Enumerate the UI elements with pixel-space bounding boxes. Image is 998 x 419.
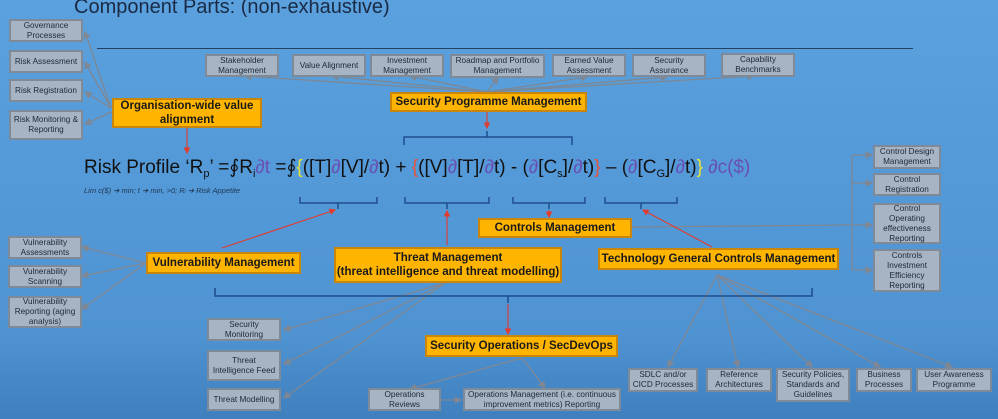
vuln-assessments-box[interactable]: Vulnerability Assessments — [8, 236, 82, 259]
threat-intel-box[interactable]: Threat Intelligence Feed — [207, 350, 281, 381]
operations-reviews-box[interactable]: Operations Reviews — [368, 388, 441, 411]
vuln-reporting-box[interactable]: Vulnerability Reporting (aging analysis) — [8, 296, 82, 328]
org-value-alignment-hub[interactable]: Organisation-wide value alignment — [112, 98, 262, 128]
reference-architectures-box[interactable]: Reference Architectures — [706, 368, 772, 392]
limit-note: Lim c($) ➔ min; t ➔ min, >0; Rᵢ ➔ Risk A… — [84, 186, 241, 195]
controls-management-hub[interactable]: Controls Management — [478, 218, 632, 238]
divider — [97, 48, 913, 49]
risk-equation: Risk Profile ‘Rp’ =∮Ri∂t =∮{([T]∂[V]/∂t)… — [84, 157, 751, 180]
threat-management-hub[interactable]: Threat Management (threat intelligence a… — [334, 247, 562, 283]
vulnerability-management-hub[interactable]: Vulnerability Management — [146, 252, 301, 274]
capability-benchmarks-box[interactable]: Capability Benchmarks — [721, 53, 795, 77]
security-monitoring-box[interactable]: Security Monitoring — [207, 318, 281, 341]
investment-management-box[interactable]: Investment Management — [370, 54, 444, 77]
security-assurance-box[interactable]: Security Assurance — [632, 54, 706, 77]
governance-processes-box[interactable]: Governance Processes — [9, 19, 83, 42]
risk-monitoring-box[interactable]: Risk Monitoring & Reporting — [9, 110, 83, 140]
controls-efficiency-box[interactable]: Controls Investment Efficiency Reporting — [873, 249, 941, 292]
value-alignment-box[interactable]: Value Alignment — [292, 54, 366, 77]
grey-connectors — [80, 30, 954, 404]
vuln-scanning-box[interactable]: Vulnerability Scanning — [8, 265, 82, 288]
sdlc-box[interactable]: SDLC and/or CICD Processes — [628, 368, 698, 392]
threat-hub-line1: Threat Management — [393, 252, 503, 264]
control-registration-box[interactable]: Control Registration — [873, 173, 941, 196]
risk-registration-box[interactable]: Risk Registration — [9, 79, 83, 102]
control-effectiveness-box[interactable]: Control Operating effectiveness Reportin… — [873, 203, 941, 244]
tgc-management-hub[interactable]: Technology General Controls Management — [598, 248, 839, 270]
user-awareness-box[interactable]: User Awareness Programme — [916, 368, 992, 392]
control-design-box[interactable]: Control Design Management — [873, 145, 941, 169]
earned-value-box[interactable]: Earned Value Assessment — [552, 54, 626, 77]
threat-modelling-box[interactable]: Threat Modelling — [207, 388, 281, 411]
threat-hub-line2: (threat intelligence and threat modellin… — [336, 266, 560, 278]
secops-hub[interactable]: Security Operations / SecDevOps — [425, 335, 618, 357]
business-processes-box[interactable]: Business Processes — [856, 368, 912, 392]
security-programme-hub[interactable]: Security Programme Management — [390, 92, 587, 112]
risk-assessment-box[interactable]: Risk Assessment — [9, 50, 83, 73]
page-title: Component Parts: (non-exhaustive) — [74, 0, 390, 18]
red-connectors — [183, 112, 713, 336]
stakeholder-management-box[interactable]: Stakeholder Management — [205, 54, 279, 77]
operations-management-box[interactable]: Operations Management (i.e. continuous i… — [463, 388, 621, 411]
security-policies-box[interactable]: Security Policies, Standards and Guideli… — [776, 368, 850, 402]
roadmap-portfolio-box[interactable]: Roadmap and Portfolio Management — [450, 54, 545, 78]
brace-layer — [214, 131, 813, 303]
